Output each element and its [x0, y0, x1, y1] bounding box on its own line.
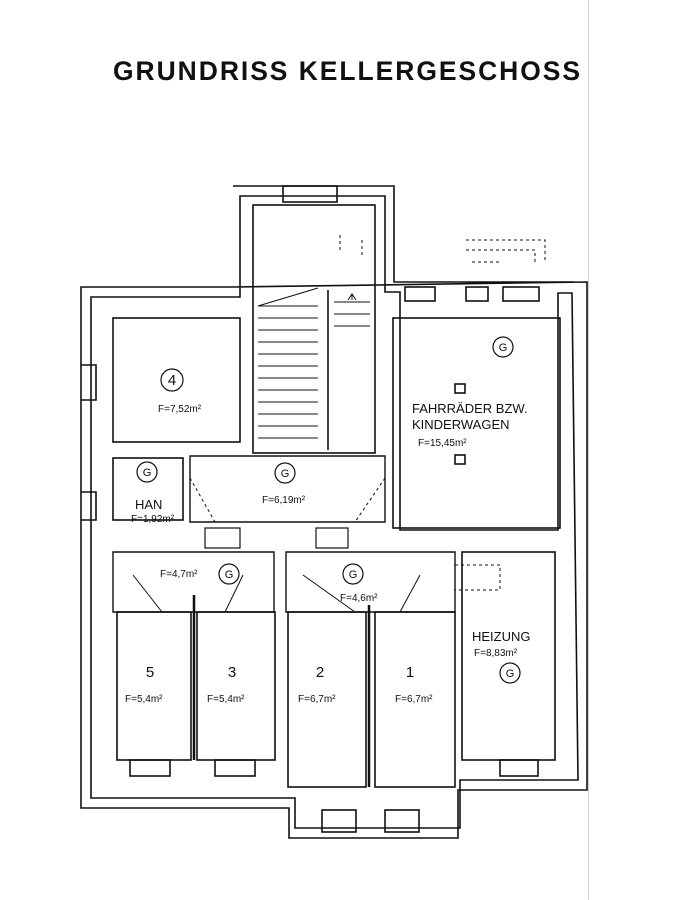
room-5-window	[129, 759, 171, 777]
mark-vorraum-left: G	[225, 569, 234, 581]
area-flur: F=6,19m²	[262, 495, 306, 506]
column-1	[454, 383, 466, 394]
stair-arrow	[347, 293, 357, 301]
room-4-circle	[160, 368, 184, 392]
mark-heizung: G	[506, 668, 515, 680]
number-room-1: 1	[406, 664, 414, 681]
room-3-window	[214, 759, 256, 777]
label-han: HAN	[135, 497, 162, 512]
label-fahrrad-line2: KINDERWAGEN	[412, 417, 510, 432]
g-circle-flur	[274, 462, 296, 484]
heizung-window	[499, 759, 539, 777]
room-2-window	[321, 809, 357, 833]
room-han-outline	[112, 457, 184, 521]
stair-block	[252, 204, 376, 454]
area-room-5: F=5,4m²	[125, 694, 163, 705]
area-room-3: F=5,4m²	[207, 694, 245, 705]
area-fahrrad: F=15,45m²	[418, 438, 467, 449]
stair-treads	[257, 287, 370, 439]
g-circle-vorraum-left	[218, 563, 240, 585]
area-heizung: F=8,83m²	[474, 648, 518, 659]
g-circle-fahrrad	[492, 336, 514, 358]
door-right	[315, 527, 349, 549]
room-1-window	[384, 809, 420, 833]
plan-title: GRUNDRISS KELLERGESCHOSS	[113, 56, 582, 86]
mark-vorraum-right: G	[349, 569, 358, 581]
number-room-2: 2	[316, 664, 324, 681]
area-vorraum-left: F=4,7m²	[160, 569, 198, 580]
room-1-outline	[374, 611, 456, 788]
area-room-1: F=6,7m²	[395, 694, 433, 705]
column-2	[454, 454, 466, 465]
entrance-dashed	[466, 239, 546, 263]
g-circle-vorraum-right	[342, 563, 364, 585]
g-circle-han	[136, 461, 158, 483]
mark-han: G	[143, 467, 152, 479]
door-left	[204, 527, 241, 549]
number-room-5: 5	[146, 664, 154, 681]
room-4-niche	[81, 364, 97, 401]
window-2	[465, 286, 489, 302]
han-niche	[81, 491, 97, 521]
flur-diagonals	[189, 477, 386, 523]
room-3-outline	[196, 611, 276, 761]
area-han: F=1,92m²	[131, 514, 175, 525]
outer-wall	[80, 185, 588, 839]
number-room-4: 4	[168, 372, 176, 389]
door-swing-right	[302, 574, 421, 613]
number-room-3: 3	[228, 664, 236, 681]
page-edge-line	[588, 0, 589, 900]
g-markers	[136, 336, 521, 684]
area-vorraum-right: F=4,6m²	[340, 593, 378, 604]
outer-wall-inner	[90, 195, 579, 829]
door-swing-left	[132, 574, 244, 613]
window-3	[502, 286, 540, 302]
heizung-stairs	[455, 564, 501, 591]
mark-flur: G	[281, 468, 290, 480]
label-fahrrad-line1: FAHRRÄDER BZW.	[412, 401, 528, 416]
label-heizung: HEIZUNG	[472, 629, 531, 644]
g-circle-heizung	[499, 662, 521, 684]
stair-top-wall	[282, 185, 338, 203]
mark-fahrrad: G	[499, 342, 508, 354]
room-5-outline	[116, 611, 192, 761]
room-2-outline	[287, 611, 367, 788]
room-4-outline	[112, 317, 241, 443]
area-room-2: F=6,7m²	[298, 694, 336, 705]
area-room-4: F=7,52m²	[158, 404, 202, 415]
flur-outline	[189, 455, 386, 523]
room-fahrrad-outline	[392, 317, 561, 529]
window-1	[404, 286, 436, 302]
